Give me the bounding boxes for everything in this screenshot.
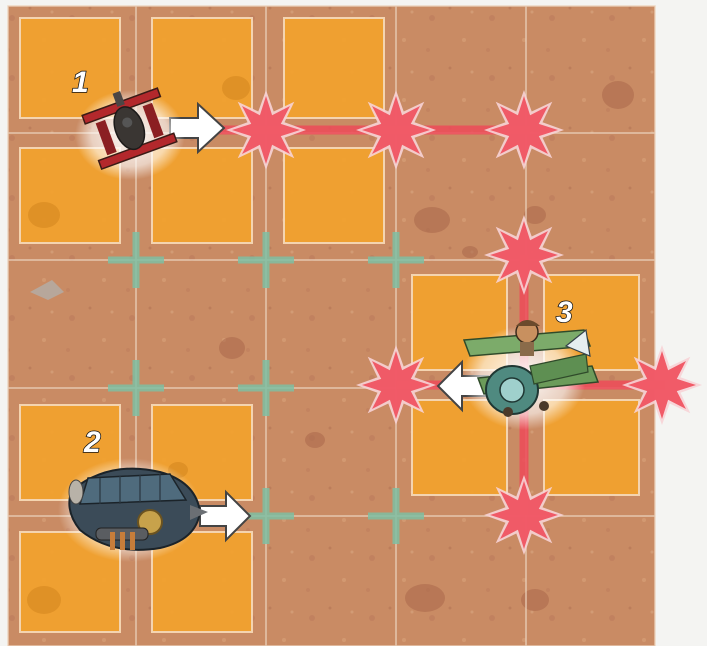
unit-label: 2 — [83, 426, 101, 459]
attack-burst-icon — [226, 90, 306, 170]
unit-label: 1 — [72, 66, 89, 99]
attack-burst-icon — [622, 345, 702, 425]
tile[interactable] — [284, 148, 384, 243]
unit-label: 3 — [556, 296, 573, 329]
attack-burst-icon — [356, 90, 436, 170]
attack-burst-icon — [484, 475, 564, 555]
attack-burst-icon — [356, 345, 436, 425]
attack-burst-icon — [484, 215, 564, 295]
attack-burst-icon — [484, 90, 564, 170]
